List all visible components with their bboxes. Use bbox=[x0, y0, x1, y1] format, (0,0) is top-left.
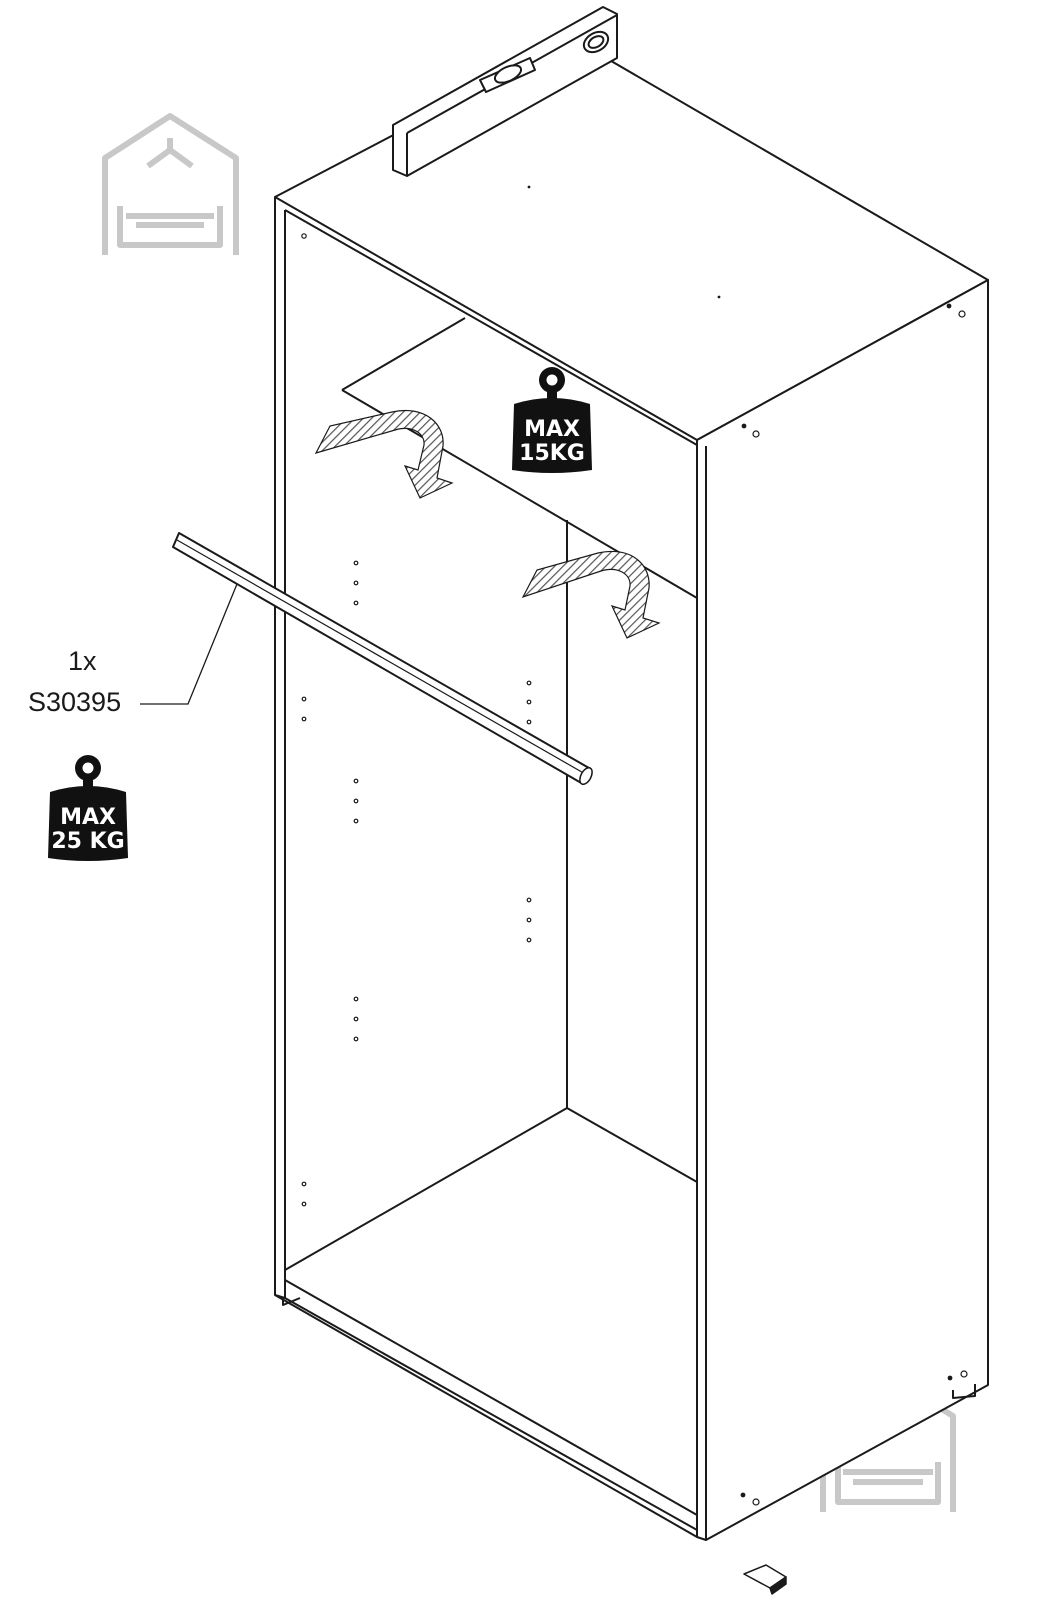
rail-leader-line bbox=[140, 583, 238, 705]
wedge-shim-icon bbox=[743, 1564, 787, 1595]
weight-limit-icon: MAX 15KG bbox=[512, 367, 592, 473]
weight-limit-line2: 15KG bbox=[519, 441, 585, 466]
weight-limit-line1: MAX bbox=[60, 805, 116, 830]
spirit-level-icon bbox=[392, 6, 618, 177]
screw-dots bbox=[527, 185, 953, 1498]
dowel-holes bbox=[301, 233, 968, 1506]
weight-limit-line1: MAX bbox=[524, 417, 580, 442]
wardrobe-carcass bbox=[274, 39, 989, 1541]
hanging-rail bbox=[172, 532, 593, 786]
rail-part-number-label: S30395 bbox=[28, 687, 122, 717]
weight-limit-line2: 25 KG bbox=[51, 829, 124, 854]
rotate-arrow-icon bbox=[521, 551, 661, 639]
house-sofa-watermark-icon bbox=[102, 113, 239, 255]
rail-quantity-label: 1x bbox=[68, 646, 97, 676]
rotate-arrow-icon bbox=[314, 410, 454, 499]
weight-limit-icon: MAX 25 KG bbox=[48, 755, 128, 861]
